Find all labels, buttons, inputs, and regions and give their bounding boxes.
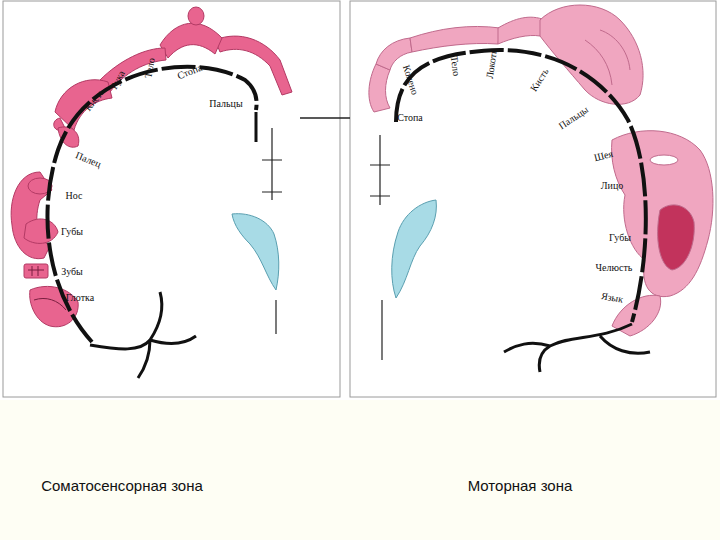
sulcus: [90, 292, 196, 378]
motor-homunculus: [369, 5, 713, 336]
part-label: Зубы: [60, 267, 84, 277]
panel-frame: [3, 1, 340, 397]
panel-caption: Соматосенсорная зона: [40, 478, 204, 493]
part-label: Губы: [60, 227, 84, 237]
panel-caption: Моторная зона: [467, 478, 574, 493]
part-label: Губы: [608, 233, 632, 243]
cortex-arc: [396, 50, 646, 322]
midline-mark: [370, 135, 390, 360]
cortex-arc: [255, 112, 258, 142]
connector-line: [300, 117, 350, 119]
part-label: Лицо: [600, 181, 625, 191]
sulcus: [504, 324, 650, 372]
panel-ground: [0, 0, 720, 400]
ventricle: [232, 214, 279, 290]
midline-mark: [262, 128, 282, 334]
cortex-arc: [47, 67, 256, 342]
ventricle: [392, 200, 437, 298]
panel-frame: [350, 1, 716, 397]
part-label: Стопа: [396, 113, 424, 123]
sensory-homunculus: [11, 7, 292, 327]
part-label: Глотка: [65, 293, 95, 303]
part-label: Тело: [449, 54, 462, 77]
part-label: Нос: [65, 191, 84, 201]
part-label: Пальцы: [208, 99, 243, 109]
part-label: Челюсть: [595, 263, 634, 273]
